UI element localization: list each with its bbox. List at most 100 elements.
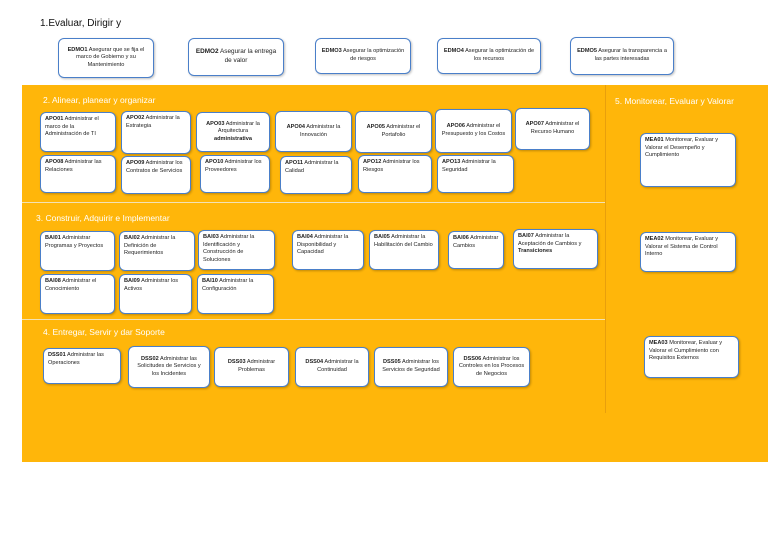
process-code: APO04 [286,123,305,130]
process-box-apo11[interactable]: APO11 Administrar la Calidad [280,156,352,194]
process-text: Administrar la Disponibilidad y Capacida… [297,234,349,256]
process-code: EDMO5 [577,48,597,55]
process-code: DSS06 [463,355,482,362]
process-text: Administrar el Conocimiento [45,278,97,292]
process-code: APO07 [525,121,544,128]
process-box-bai05[interactable]: BAI05 Administrar la Habilitación del Ca… [369,230,439,270]
process-text: Administrar Programas y Proyectos [45,235,104,249]
process-code: BAI03 [203,234,219,240]
process-code: APO12 [363,159,382,165]
process-code: DSS02 [141,355,159,362]
process-box-apo12[interactable]: APO12 Administrar los Riesgos [358,155,432,193]
process-text: Administrar las Solicitudes de Servicios… [137,355,201,377]
process-box-dss06[interactable]: DSS06 Administrar los Controles en los P… [453,347,530,387]
process-box-bai01[interactable]: BAI01 Administrar Programas y Proyectos [40,231,115,271]
process-text: Monitorear, Evaluar y Valorar el Sistema… [645,236,719,258]
process-code: APO09 [126,160,145,166]
process-box-bai04[interactable]: BAI04 Administrar la Disponibilidad y Ca… [292,230,364,270]
process-text: Administrar la Identificación y Construc… [203,234,255,263]
process-code: BAI09 [124,278,140,284]
process-text: Administrar los Proveedores [205,159,262,173]
process-code: DSS04 [305,359,324,366]
process-text: Administrar la Seguridad [442,159,496,173]
process-box-apo02[interactable]: APO02 Administrar la Estrategia [121,111,191,154]
process-box-dss04[interactable]: DSS04 Administrar la Continuidad [295,347,369,387]
process-code: APO05 [366,124,385,131]
process-box-apo06[interactable]: APO06 Administrar el Presupuesto y los C… [435,109,512,153]
process-text: Administrar el Portafolio [381,124,421,138]
process-box-apo05[interactable]: APO05 Administrar el Portafolio [355,111,432,153]
process-code: BAI08 [45,278,61,284]
process-code: MEA03 [649,340,668,346]
section-divider [605,85,606,413]
process-text: Administrar la Habilitación del Cambio [374,234,433,248]
process-text: Asegurar que se fija el marco de Gobiern… [76,46,145,68]
process-code: APO08 [45,159,64,165]
process-text: Monitorear, Evaluar y Valorar el Desempe… [645,137,719,159]
process-box-edm01[interactable]: EDMO1 Asegurar que se fija el marco de G… [58,38,154,78]
process-text: Administrar los Controles en los Proceso… [458,355,525,377]
process-code: EDMO3 [321,48,342,55]
process-text-emphasis: administrativa [214,135,252,142]
section-divider [22,202,605,203]
process-box-dss03[interactable]: DSS03 Administrar Problemas [214,347,289,387]
process-box-dss02[interactable]: DSS02 Administrar las Solicitudes de Ser… [128,346,210,388]
process-box-edm03[interactable]: EDMO3 Asegurar la optimización de riesgo… [315,38,411,74]
process-code: APO02 [126,115,145,121]
process-box-mea01[interactable]: MEA01 Monitorear, Evaluar y Valorar el D… [640,133,736,187]
dss-section-title: 4. Entregar, Servir y dar Soporte [43,327,165,337]
process-box-bai03[interactable]: BAI03 Administrar la Identificación y Co… [198,230,275,270]
process-text: Administrar la Arquitectura [217,120,260,135]
process-box-edm02[interactable]: EDMO2 Asegurar la entrega de valor [188,38,284,76]
process-code: DSS01 [48,352,66,358]
process-box-bai02[interactable]: BAI02 Administrar la Definición de Reque… [119,231,195,271]
process-code: APO13 [442,159,461,165]
process-text: Administrar las Operaciones [48,352,104,366]
process-code: BAI02 [124,235,140,241]
process-text: Asegurar la entrega de valor [220,48,277,64]
process-box-bai07[interactable]: BAI07 Administrar la Aceptación de Cambi… [513,229,598,269]
process-text: Administrar la Continuidad [317,359,359,373]
process-text: Administrar la Innovación [299,123,341,138]
process-code: MEA02 [645,236,664,242]
process-code: DSS05 [383,359,401,366]
process-box-dss05[interactable]: DSS05 Administrar los Servicios de Segur… [374,347,448,387]
process-box-bai09[interactable]: BAI09 Administrar los Activos [119,274,192,314]
process-text: Administrar Problemas [238,359,276,373]
process-box-apo13[interactable]: APO13 Administrar la Seguridad [437,155,514,193]
process-text: Administrar los Riesgos [363,159,420,173]
process-text: Asegurar la transparencia a las partes i… [594,48,667,62]
mea-section-title: 5. Monitorear, Evaluar y Valorar [615,96,734,106]
process-box-apo10[interactable]: APO10 Administrar los Proveedores [200,155,270,193]
process-code: APO03 [206,120,225,127]
process-box-apo01[interactable]: APO01 Administrar el marco de la Adminis… [40,112,116,152]
process-box-apo03[interactable]: APO03 Administrar la Arquitectura admini… [196,112,270,152]
process-text: Administrar los Servicios de Seguridad [382,359,440,373]
process-text: Asegurar la optimización de los recursos [465,48,535,62]
process-box-edm04[interactable]: EDMO4 Asegurar la optimización de los re… [437,38,541,74]
process-box-edm05[interactable]: EDMO5 Asegurar la transparencia a las pa… [570,37,674,75]
bai-section-title: 3. Construir, Adquirir e Implementar [36,213,170,223]
process-text: Administrar Cambios [453,235,499,249]
process-box-mea03[interactable]: MEA03 Monitorear, Evaluar y Valorar el C… [644,336,739,378]
process-text: Administrar el Recurso Humano [530,121,580,135]
process-text: Administrar los Activos [124,278,179,292]
process-code: APO11 [285,160,304,166]
process-box-bai08[interactable]: BAI08 Administrar el Conocimiento [40,274,115,314]
process-box-dss01[interactable]: DSS01 Administrar las Operaciones [43,348,121,384]
process-box-apo09[interactable]: APO09 Administrar los Contratos de Servi… [121,156,191,194]
process-text: Administrar los Contratos de Servicios [126,160,183,174]
process-box-mea02[interactable]: MEA02 Monitorear, Evaluar y Valorar el S… [640,232,736,272]
process-text: Administrar la Estrategia [126,115,180,129]
process-box-bai06[interactable]: BAI06 Administrar Cambios [448,231,504,269]
process-box-apo08[interactable]: APO08 Administrar las Relaciones [40,155,116,193]
process-code: BAI05 [374,234,390,240]
process-code: BAI04 [297,234,313,240]
process-text: Monitorear, Evaluar y Valorar el Cumplim… [649,340,723,362]
process-code: EDMO4 [443,48,464,55]
process-box-apo07[interactable]: APO07 Administrar el Recurso Humano [515,108,590,150]
process-box-bai10[interactable]: BAI10 Administrar la Configuración [197,274,274,314]
process-code: EDMO2 [195,48,219,56]
process-text: Administrar el Presupuesto y los Costos [441,123,506,137]
process-box-apo04[interactable]: APO04 Administrar la Innovación [275,111,352,152]
